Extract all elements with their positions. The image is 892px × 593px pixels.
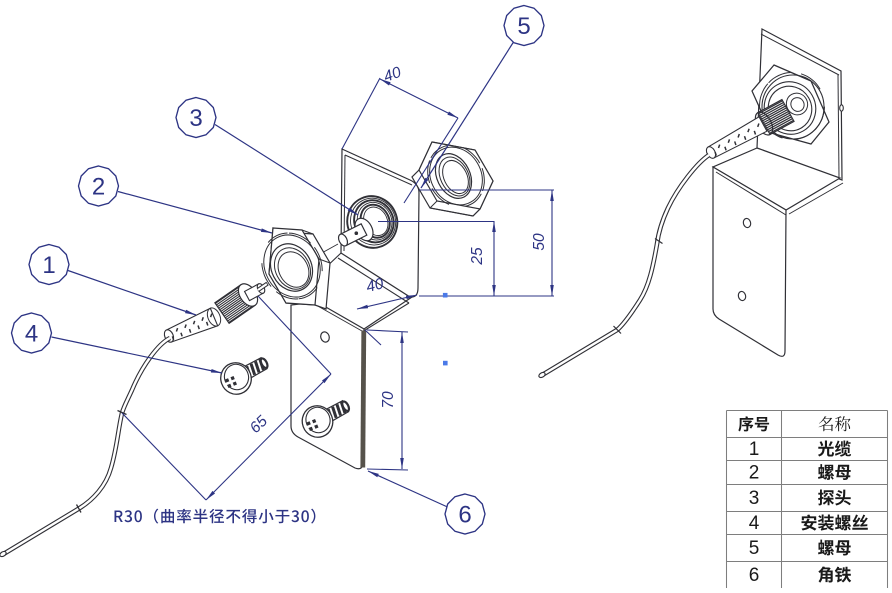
svg-text:50: 50 (531, 233, 548, 251)
svg-text:2: 2 (92, 174, 105, 201)
svg-text:4: 4 (25, 321, 38, 348)
svg-text:40: 40 (364, 275, 385, 296)
svg-text:6: 6 (749, 565, 760, 586)
svg-text:5: 5 (517, 13, 530, 40)
svg-text:1: 1 (749, 439, 760, 460)
svg-text:5: 5 (749, 538, 760, 559)
svg-text:3: 3 (749, 488, 760, 509)
svg-text:6: 6 (458, 502, 471, 529)
svg-text:2: 2 (749, 463, 760, 484)
svg-text:40: 40 (381, 64, 403, 86)
svg-text:3: 3 (189, 105, 202, 132)
svg-text:70: 70 (380, 391, 397, 409)
svg-text:25: 25 (469, 247, 486, 266)
svg-text:4: 4 (749, 513, 760, 534)
svg-text:1: 1 (42, 252, 55, 279)
